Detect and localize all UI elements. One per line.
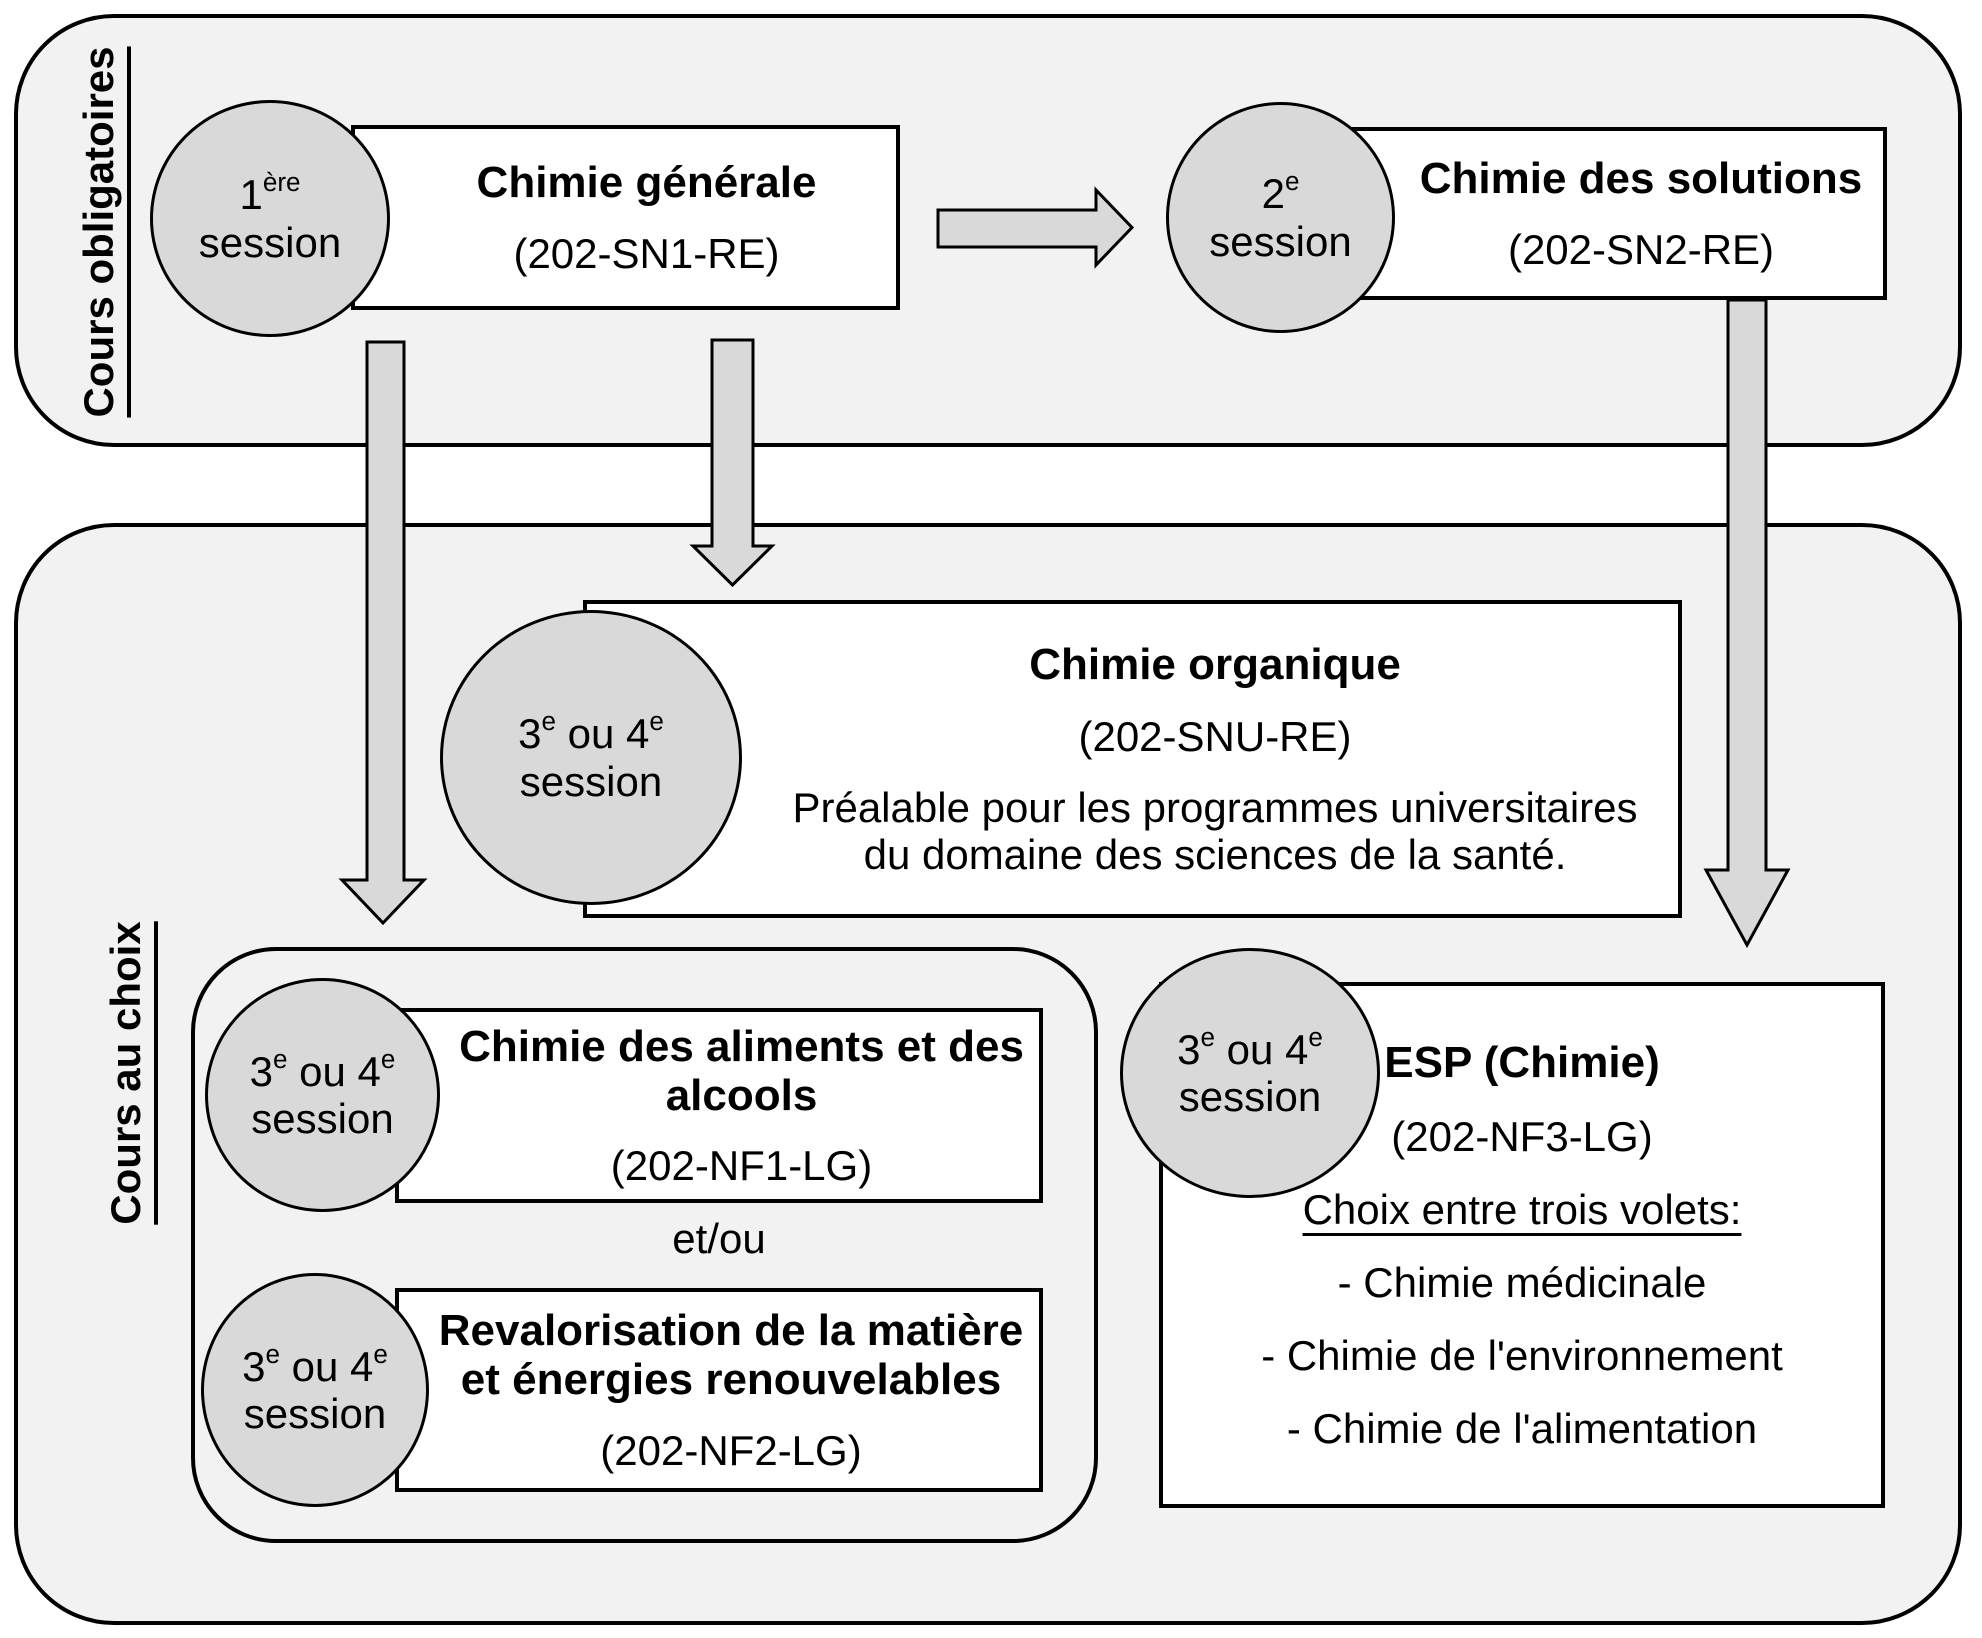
course-box-chimie-des-solutions: Chimie des solutions (202-SN2-RE) bbox=[1330, 127, 1887, 300]
session-word: session bbox=[1209, 217, 1352, 265]
course-code: (202-SN1-RE) bbox=[513, 229, 780, 277]
course-box-revalorisation: Revalorisation de la matière et énergies… bbox=[395, 1288, 1043, 1492]
course-note-line: Préalable pour les programmes universita… bbox=[792, 784, 1638, 832]
label-cours-obligatoires: Cours obligatoires bbox=[75, 46, 122, 418]
session-circle-esp: 3e ou 4e session bbox=[1120, 948, 1380, 1198]
arrow-generale-to-solutions-icon bbox=[936, 186, 1135, 269]
course-note-line: du domaine des sciences de la santé. bbox=[863, 831, 1567, 879]
course-title: Chimie des solutions bbox=[1419, 154, 1863, 204]
session-circle-organique: 3e ou 4e session bbox=[440, 610, 742, 905]
session-circle-revalorisation: 3e ou 4e session bbox=[201, 1273, 429, 1507]
course-code: (202-NF2-LG) bbox=[600, 1426, 862, 1474]
session-circle-aliments: 3e ou 4e session bbox=[205, 978, 440, 1212]
session-word: session bbox=[1178, 1073, 1322, 1120]
session-circle-2e: 2e session bbox=[1166, 102, 1395, 333]
session-number: 3e ou 4e bbox=[249, 1043, 396, 1095]
session-number: 2e bbox=[1261, 166, 1300, 218]
course-box-chimie-organique: Chimie organique (202-SNU-RE) Préalable … bbox=[583, 600, 1682, 918]
course-option: - Chimie médicinale bbox=[1337, 1259, 1707, 1307]
session-word: session bbox=[198, 218, 342, 266]
course-code: (202-SN2-RE) bbox=[1507, 225, 1775, 273]
course-option: - Chimie de l'environnement bbox=[1261, 1332, 1783, 1380]
course-title-line: alcools bbox=[665, 1070, 818, 1120]
course-title: ESP (Chimie) bbox=[1384, 1037, 1660, 1087]
course-note: Préalable pour les programmes universita… bbox=[792, 784, 1637, 878]
course-title: Chimie des aliments et des alcools bbox=[459, 1022, 1024, 1121]
connector-et-ou: et/ou bbox=[672, 1215, 766, 1262]
course-option: - Chimie de l'alimentation bbox=[1286, 1405, 1758, 1453]
course-title-line: et énergies renouvelables bbox=[460, 1355, 1002, 1405]
course-box-chimie-des-aliments: Chimie des aliments et des alcools (202-… bbox=[395, 1008, 1043, 1203]
course-title: Revalorisation de la matière et énergies… bbox=[439, 1306, 1023, 1405]
course-title: Chimie générale bbox=[476, 158, 817, 208]
session-number: 1ère bbox=[239, 167, 301, 219]
session-word: session bbox=[519, 757, 663, 805]
course-title-line: Revalorisation de la matière bbox=[438, 1306, 1024, 1356]
session-word: session bbox=[251, 1095, 394, 1142]
arrow-generale-to-organique-icon bbox=[689, 338, 776, 588]
arrow-solutions-to-esp-icon bbox=[1703, 298, 1791, 949]
course-title: Chimie organique bbox=[1029, 639, 1401, 689]
session-number: 3e ou 4e bbox=[518, 706, 664, 758]
course-code: (202-NF3-LG) bbox=[1391, 1113, 1653, 1161]
course-box-chimie-generale: Chimie générale (202-SN1-RE) bbox=[351, 125, 900, 310]
course-subtitle: Choix entre trois volets: bbox=[1302, 1186, 1742, 1234]
label-cours-au-choix: Cours au choix bbox=[102, 921, 149, 1225]
course-code: (202-SNU-RE) bbox=[1078, 713, 1352, 761]
session-circle-1ere: 1ère session bbox=[150, 100, 390, 337]
course-code: (202-NF1-LG) bbox=[610, 1142, 873, 1190]
course-title-line: Chimie des aliments et des bbox=[459, 1021, 1024, 1071]
session-word: session bbox=[243, 1390, 387, 1437]
session-number: 3e ou 4e bbox=[242, 1338, 388, 1390]
arrow-generale-to-choice-group-icon bbox=[338, 340, 428, 926]
session-number: 3e ou 4e bbox=[1177, 1021, 1323, 1073]
